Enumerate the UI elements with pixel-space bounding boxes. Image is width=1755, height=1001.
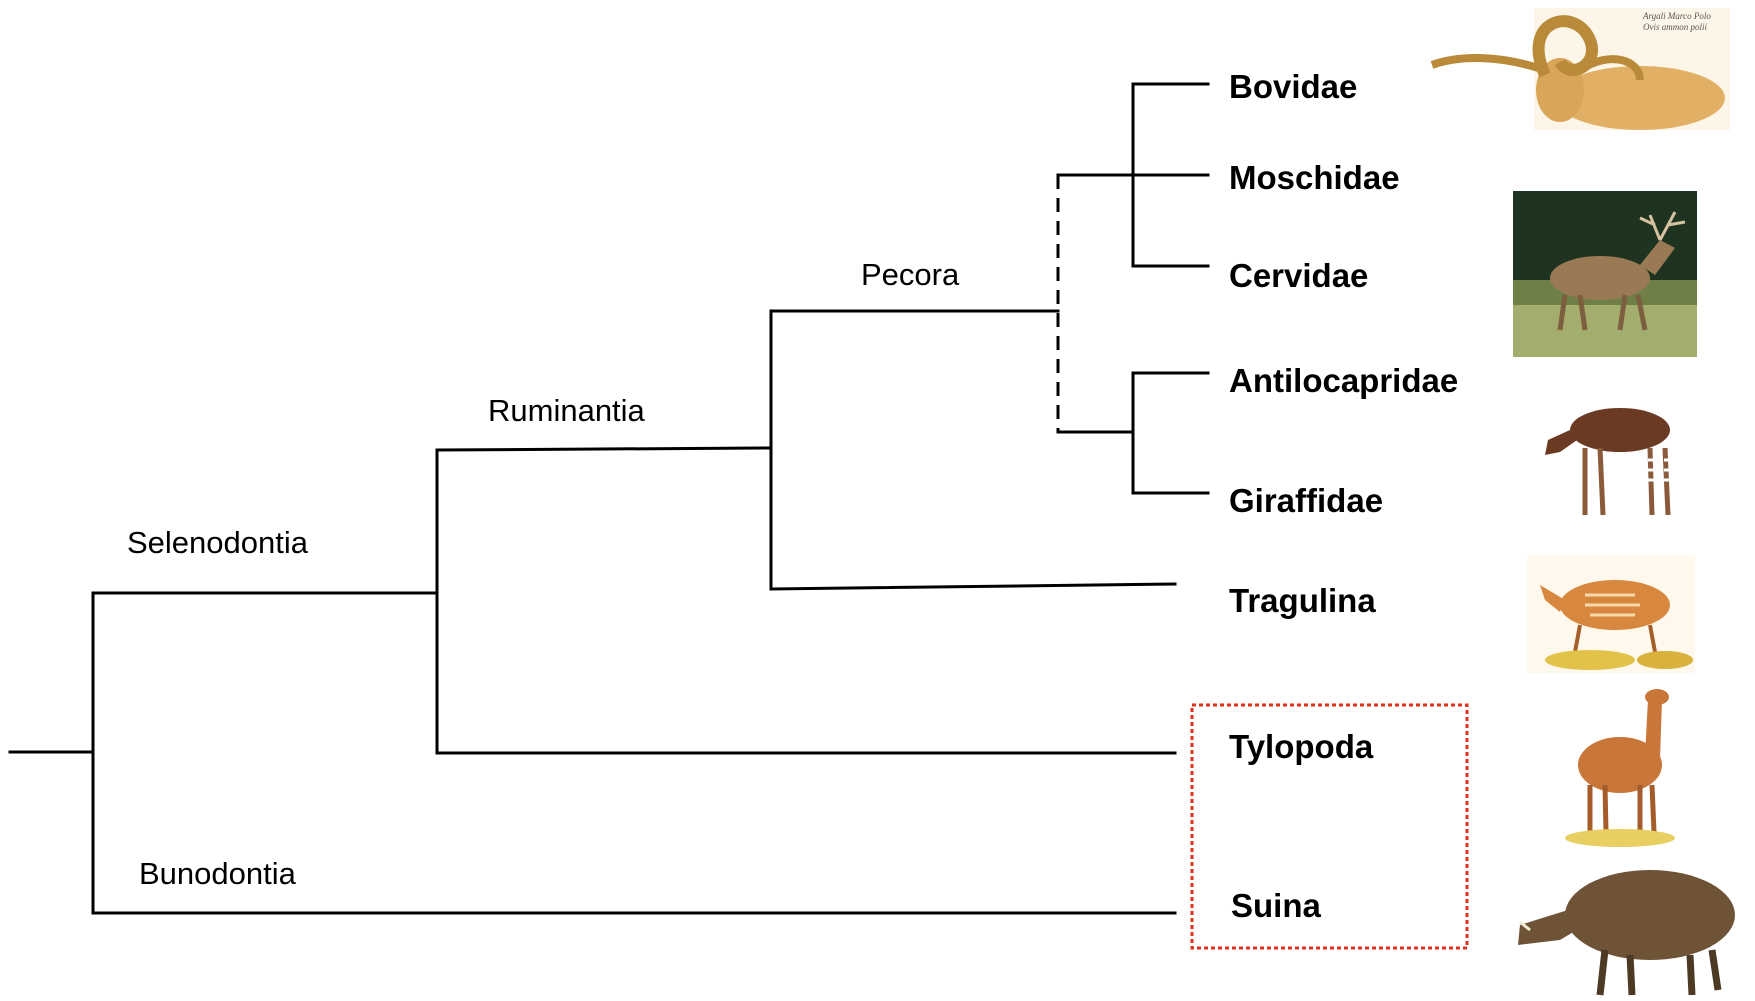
argali-caption-1: Argali Marco Polo: [1642, 11, 1711, 21]
taxon-label-cervidae: Cervidae: [1229, 257, 1368, 294]
taxon-label-tragulina: Tragulina: [1229, 582, 1376, 619]
taxon-label-bovidae: Bovidae: [1229, 68, 1357, 105]
wild-boar-illustration: [1518, 870, 1735, 996]
taxon-label-tylopoda: Tylopoda: [1229, 728, 1374, 765]
argali-illustration: Argali Marco Polo Ovis ammon polii: [1430, 8, 1730, 130]
clade-label-selenodontia: Selenodontia: [127, 525, 309, 560]
tree-branches: [8, 82, 1210, 915]
guanaco-illustration: [1552, 678, 1698, 853]
okapi-illustration: [1535, 385, 1693, 533]
argali-caption-2: Ovis ammon polii: [1643, 22, 1707, 32]
taxon-labels: Bovidae Moschidae Cervidae Antilocaprida…: [1229, 68, 1458, 924]
taxon-label-antilocapridae: Antilocapridae: [1229, 362, 1458, 399]
taxon-label-giraffidae: Giraffidae: [1229, 482, 1383, 519]
chevrotain-illustration: [1527, 555, 1695, 673]
clade-label-ruminantia: Ruminantia: [488, 393, 646, 428]
ruminantia-branch: [435, 446, 773, 452]
tragulina-branch: [769, 582, 1177, 591]
clade-labels: Selenodontia Ruminantia Pecora Bunodonti…: [127, 257, 960, 891]
taxon-label-suina: Suina: [1231, 887, 1321, 924]
taxon-label-moschidae: Moschidae: [1229, 159, 1400, 196]
red-deer-photo: [1513, 191, 1697, 357]
clade-label-pecora: Pecora: [861, 257, 960, 292]
clade-label-bunodontia: Bunodontia: [139, 856, 297, 891]
